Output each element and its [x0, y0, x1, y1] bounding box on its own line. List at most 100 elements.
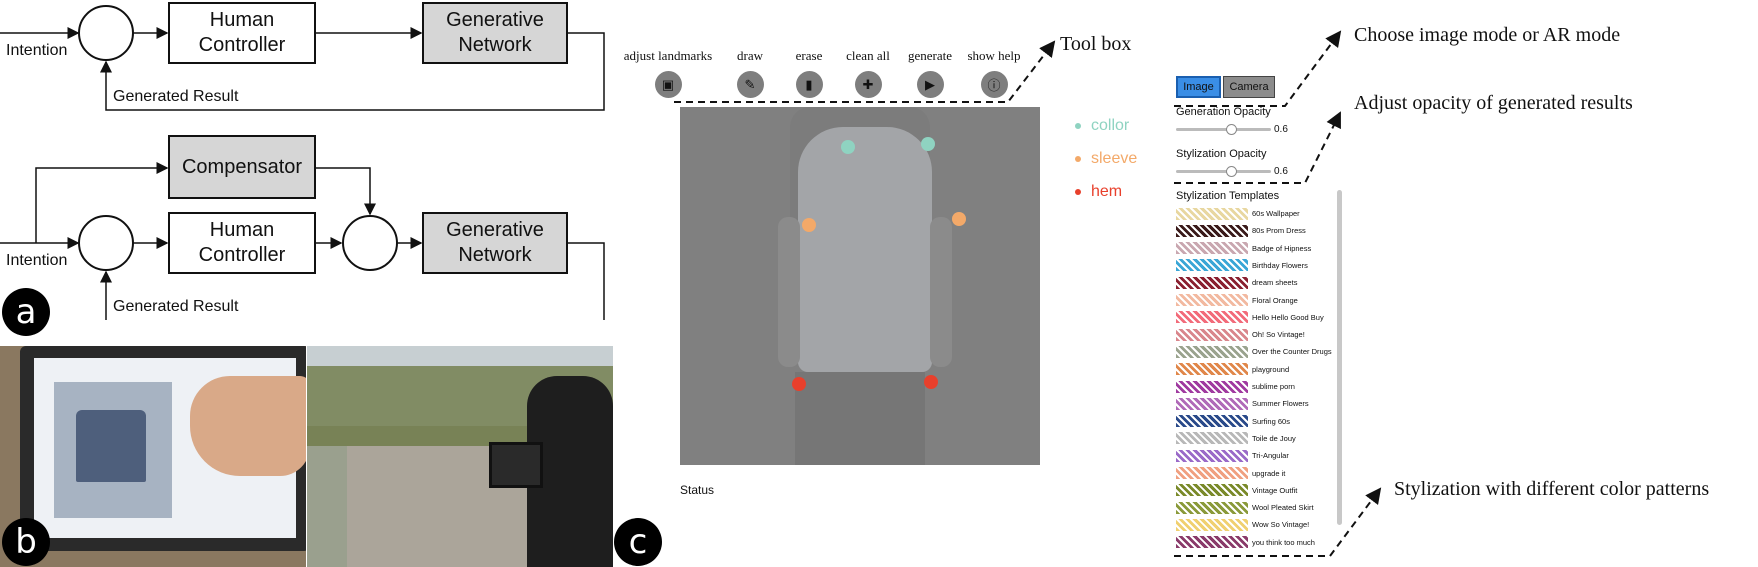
template-name: Surfing 60s [1252, 416, 1290, 426]
landmark-sleeve[interactable] [802, 218, 816, 232]
template-name: upgrade it [1252, 468, 1286, 478]
stylization-opacity-slider[interactable] [1176, 170, 1271, 173]
templates-scrollbar[interactable] [1337, 190, 1342, 525]
template-item[interactable]: Wow So Vintage! [1176, 518, 1309, 531]
tablet-screen [34, 358, 296, 538]
template-swatch [1176, 518, 1248, 531]
generation-opacity-slider[interactable] [1176, 128, 1271, 131]
template-item[interactable]: sublime porn [1176, 380, 1295, 393]
template-item[interactable]: Hello Hello Good Buy [1176, 311, 1324, 324]
template-item[interactable]: Birthday Flowers [1176, 259, 1308, 272]
tool-clean-all[interactable]: clean all ✚ [828, 48, 908, 98]
info-icon: ⓘ [980, 71, 1008, 98]
generative-network-block: Generative Network [422, 2, 568, 64]
stylization-templates-title: Stylization Templates [1176, 190, 1280, 202]
tool-draw[interactable]: draw ✎ [710, 48, 790, 98]
template-name: Wool Pleated Skirt [1252, 503, 1314, 513]
template-item[interactable]: Over the Counter Drugs [1176, 345, 1332, 358]
generation-opacity-knob[interactable] [1226, 124, 1237, 135]
template-swatch [1176, 224, 1248, 237]
template-name: Birthday Flowers [1252, 260, 1308, 270]
editing-canvas[interactable] [680, 107, 1040, 465]
template-item[interactable]: Floral Orange [1176, 294, 1298, 307]
tool-label: erase [795, 48, 823, 63]
template-item[interactable]: 60s Wallpaper [1176, 207, 1300, 220]
outdoor-ar-photo [307, 346, 613, 567]
landmark-collor[interactable] [921, 137, 935, 151]
tablet-canvas [54, 382, 172, 518]
legend-dot [1075, 123, 1081, 129]
landmark-collor[interactable] [841, 140, 855, 154]
annotation-mode: Choose image mode or AR mode [1354, 24, 1621, 46]
template-item[interactable]: Wool Pleated Skirt [1176, 501, 1314, 514]
landmark-sleeve[interactable] [952, 212, 966, 226]
right-arm [930, 217, 952, 367]
compensator-block: Compensator [168, 135, 316, 199]
template-item[interactable]: Tri-Angular [1176, 449, 1289, 462]
landmark-hem[interactable] [924, 375, 938, 389]
camera-mode-button[interactable]: Camera [1223, 76, 1275, 98]
template-swatch [1176, 432, 1248, 445]
legs [795, 372, 925, 465]
template-swatch [1176, 294, 1248, 306]
tool-label: draw [737, 48, 763, 63]
template-swatch [1176, 311, 1248, 324]
intention-label: Intention [6, 42, 68, 59]
tool-adjust-landmarks[interactable]: adjust landmarks ▣ [620, 48, 716, 98]
template-name: Toile de Jouy [1252, 433, 1296, 443]
template-item[interactable]: Oh! So Vintage! [1176, 328, 1305, 341]
template-swatch [1176, 467, 1248, 479]
tool-show-help[interactable]: show help ⓘ [954, 48, 1034, 98]
template-name: 60s Wallpaper [1252, 209, 1300, 218]
template-item[interactable]: Vintage Outfit [1176, 484, 1297, 497]
legend-label: hem [1091, 183, 1123, 200]
tool-generate[interactable]: generate ▶ [890, 48, 970, 98]
template-item[interactable]: Summer Flowers [1176, 397, 1309, 410]
template-name: Hello Hello Good Buy [1252, 312, 1324, 322]
annotation-tool-box: Tool box [1060, 33, 1132, 55]
template-item[interactable]: you think too much [1176, 536, 1315, 549]
template-name: Vintage Outfit [1252, 485, 1298, 495]
play-icon: ▶ [916, 71, 944, 98]
tool-label: show help [967, 48, 1021, 63]
template-item[interactable]: 80s Prom Dress [1176, 224, 1306, 237]
landmark-hem[interactable] [792, 377, 806, 391]
legend-label: sleeve [1091, 150, 1138, 167]
panel-badge-b: b [2, 518, 50, 566]
ar-tablet [489, 442, 543, 488]
hand-with-stylus [190, 376, 306, 476]
template-name: 80s Prom Dress [1252, 226, 1306, 236]
panel-badge-a: a [2, 288, 50, 336]
template-name: Tri-Angular [1252, 451, 1289, 461]
shirt-image [798, 127, 932, 372]
pencil-icon: ✎ [736, 71, 764, 98]
panel-badge-c: c [614, 518, 662, 566]
template-swatch [1176, 242, 1248, 255]
tool-label: generate [907, 48, 953, 63]
template-swatch [1176, 207, 1248, 220]
template-item[interactable]: playground [1176, 363, 1289, 376]
template-item[interactable]: dream sheets [1176, 276, 1297, 289]
template-name: Over the Counter Drugs [1252, 347, 1332, 357]
generation-opacity-value: 0.6 [1274, 124, 1288, 135]
stylization-opacity-knob[interactable] [1226, 166, 1237, 177]
shirt-image [76, 410, 146, 482]
eraser-icon: ▮ [795, 71, 823, 98]
legend-dot [1075, 189, 1081, 195]
annotation-stylization: Stylization with different color pattern… [1394, 478, 1710, 500]
template-item[interactable]: Toile de Jouy [1176, 432, 1296, 445]
legend-dot [1075, 156, 1081, 162]
template-swatch [1176, 449, 1248, 462]
tool-erase[interactable]: erase ▮ [769, 48, 849, 98]
stylization-opacity-value: 0.6 [1274, 166, 1288, 177]
template-name: Wow So Vintage! [1252, 520, 1310, 530]
broom-icon: ✚ [854, 71, 882, 98]
template-item[interactable]: Badge of Hipness [1176, 242, 1311, 255]
status-label: Status [680, 483, 715, 497]
legend-hem: hem [1075, 183, 1122, 201]
generation-opacity-label: Generation Opacity [1176, 106, 1271, 118]
template-item[interactable]: upgrade it [1176, 467, 1285, 480]
image-mode-button[interactable]: Image [1176, 76, 1221, 98]
template-item[interactable]: Surfing 60s [1176, 415, 1290, 428]
